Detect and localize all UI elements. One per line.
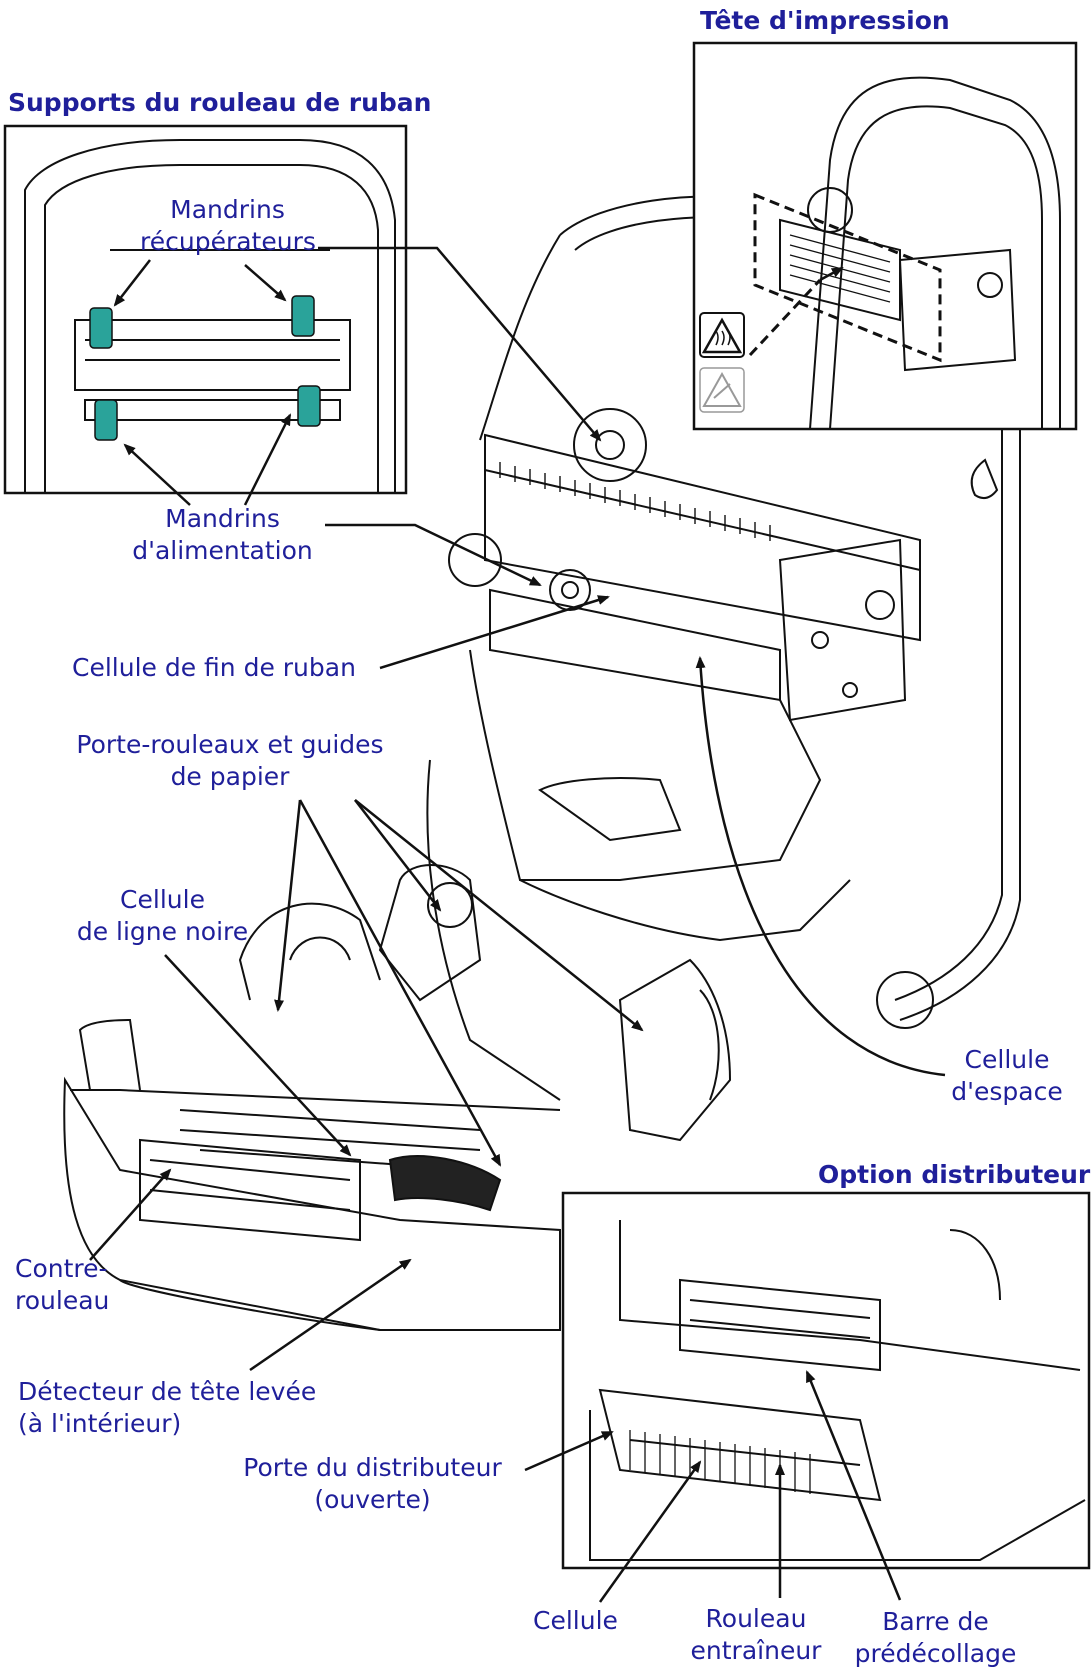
hot-surface-warning-icon [699, 312, 745, 358]
label-supply-spindles-line2: d'alimentation [132, 536, 313, 565]
label-ribbon-out-sensor: Cellule de fin de ruban [72, 653, 356, 682]
label-black-mark-sensor: Cellule de ligne noire [70, 884, 255, 948]
label-gap-sensor-line2: d'espace [951, 1077, 1063, 1106]
label-peel-bar: Barre de prédécollage [848, 1606, 1023, 1670]
label-dispenser-door-line2: (ouverte) [314, 1485, 431, 1514]
label-dispenser-door-line1: Porte du distributeur [243, 1453, 502, 1482]
label-take-up-spindles-line2: récupérateurs [140, 227, 316, 256]
label-gap-sensor: Cellule d'espace [942, 1044, 1072, 1108]
inset-dispenser-art [589, 1220, 1086, 1561]
print-mechanism [448, 408, 921, 722]
label-head-open-sensor-line1: Détecteur de tête levée [18, 1377, 317, 1406]
label-take-up-spindles: Mandrins récupérateurs [140, 194, 316, 258]
title-print-head: Tête d'impression [700, 6, 950, 35]
printer-body [63, 195, 1021, 1331]
label-black-mark-sensor-line2: de ligne noire [76, 917, 249, 946]
label-head-open-sensor-line2: (à l'intérieur) [18, 1409, 182, 1438]
label-platen-roller-line1: Contre- [15, 1254, 108, 1283]
leader-lines [89, 246, 946, 1603]
label-black-mark-sensor-line1: Cellule [120, 885, 205, 914]
label-pinch-roller-line2: entraîneur [690, 1636, 822, 1665]
title-dispenser-option: Option distributeur [818, 1160, 1091, 1189]
inset-print-head [692, 41, 1078, 431]
label-roll-holders: Porte-rouleaux et guides de papier [65, 729, 395, 793]
label-take-up-spindles-line1: Mandrins [170, 195, 285, 224]
label-sensor: Cellule [533, 1606, 618, 1635]
label-supply-spindles-line1: Mandrins [165, 504, 280, 533]
electrostatic-warning-icon [699, 367, 745, 413]
label-platen-roller-line2: rouleau [15, 1286, 110, 1315]
title-ribbon-supports: Supports du rouleau de ruban [8, 88, 432, 117]
label-pinch-roller-line1: Rouleau [705, 1604, 807, 1633]
label-dispenser-door: Porte du distributeur (ouverte) [230, 1452, 515, 1516]
inset-dispenser-option [561, 1191, 1091, 1570]
inset-ribbon-supports [3, 124, 408, 495]
label-platen-roller: Contre- rouleau [15, 1253, 109, 1317]
label-pinch-roller: Rouleau entraîneur [682, 1603, 830, 1667]
label-supply-spindles: Mandrins d'alimentation [120, 503, 325, 567]
label-peel-bar-line1: Barre de [882, 1607, 989, 1636]
label-roll-holders-line1: Porte-rouleaux et guides [76, 730, 384, 759]
label-gap-sensor-line1: Cellule [964, 1045, 1050, 1074]
label-roll-holders-line2: de papier [170, 762, 290, 791]
inset-ribbon-art [24, 139, 396, 493]
inset-print-head-art [748, 76, 1061, 430]
label-head-open-sensor: Détecteur de tête levée (à l'intérieur) [18, 1376, 316, 1440]
label-peel-bar-line2: prédécollage [854, 1639, 1017, 1668]
